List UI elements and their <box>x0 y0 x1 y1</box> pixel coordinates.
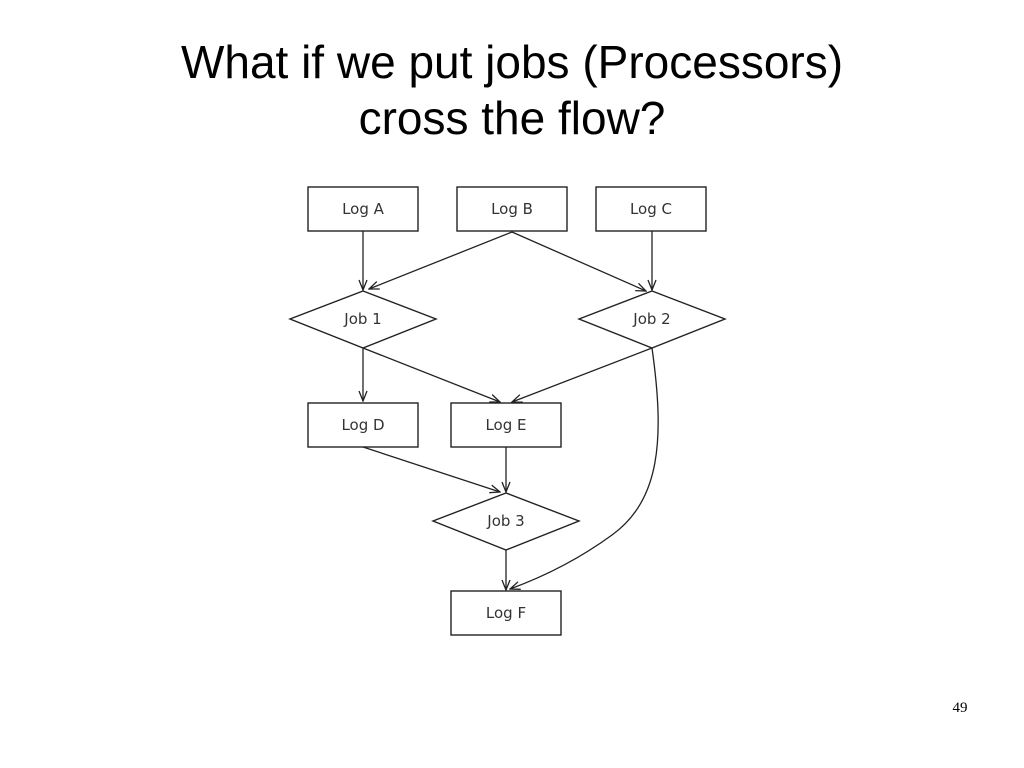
slide-title: What if we put jobs (Processors) cross t… <box>0 34 1024 146</box>
node-log-c: Log C <box>595 186 707 232</box>
edge-job-2-to-log-e <box>512 347 653 402</box>
node-log-d: Log D <box>307 402 419 448</box>
node-job-2-label: Job 2 <box>632 310 670 328</box>
node-log-b-label: Log B <box>491 200 533 218</box>
slide-title-line-2: cross the flow? <box>358 92 666 144</box>
edge-log-d-to-job-3 <box>362 446 500 492</box>
page-number: 49 <box>952 700 968 716</box>
edge-job-2-to-log-f <box>510 347 659 589</box>
node-log-a: Log A <box>307 186 419 232</box>
node-job-3: Job 3 <box>431 492 581 551</box>
edge-job-1-to-log-e <box>362 347 500 402</box>
node-job-3-label: Job 3 <box>486 512 524 530</box>
node-log-c-label: Log C <box>630 200 672 218</box>
node-job-2: Job 2 <box>577 290 727 349</box>
edges <box>362 231 659 590</box>
node-job-1: Job 1 <box>288 290 438 349</box>
edge-log-b-to-job-1 <box>369 231 513 289</box>
node-log-a-label: Log A <box>342 200 385 218</box>
node-log-e-label: Log E <box>485 416 526 434</box>
node-log-d-label: Log D <box>341 416 384 434</box>
node-job-1-label: Job 1 <box>343 310 381 328</box>
edge-log-b-to-job-2 <box>511 231 646 291</box>
node-log-f-label: Log F <box>486 604 526 622</box>
node-log-b: Log B <box>456 186 568 232</box>
node-log-f: Log F <box>450 590 562 636</box>
slide-title-line-1: What if we put jobs (Processors) <box>180 36 844 88</box>
node-log-e: Log E <box>450 402 562 448</box>
